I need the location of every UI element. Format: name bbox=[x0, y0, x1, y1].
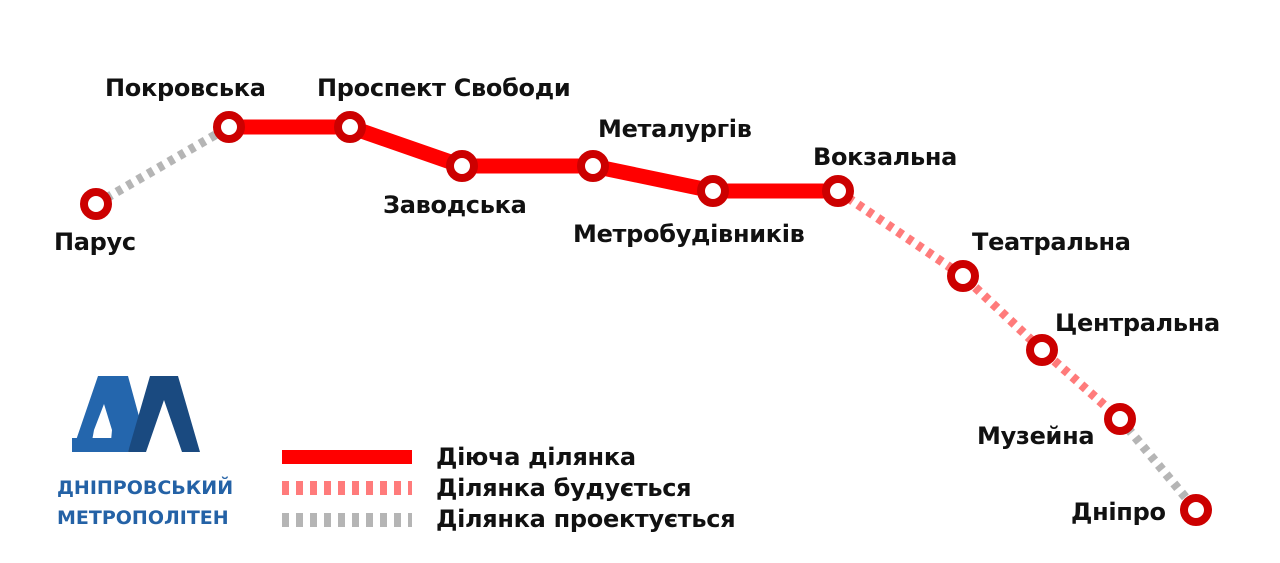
logo-text-line1: ДНІПРОВСЬКИЙ bbox=[57, 477, 234, 499]
logo-text-line2: МЕТРОПОЛІТЕН bbox=[57, 507, 229, 529]
station-markers bbox=[80, 111, 1212, 526]
station-label-zavodska[interactable]: Заводська bbox=[383, 191, 527, 219]
legend-label-operating: Діюча ділянка bbox=[436, 443, 636, 471]
station-marker-zavodska[interactable] bbox=[446, 150, 478, 182]
station-marker-metalurhiv[interactable] bbox=[577, 150, 609, 182]
station-marker-muzeina[interactable] bbox=[1104, 403, 1136, 435]
legend-label-under-construction: Ділянка будується bbox=[436, 474, 692, 502]
segment-under-construction bbox=[835, 187, 1123, 423]
dm-metro-logo-icon bbox=[72, 376, 200, 452]
station-marker-teatralna[interactable] bbox=[947, 260, 979, 292]
station-marker-tsentralna[interactable] bbox=[1026, 334, 1058, 366]
station-label-parus[interactable]: Парус bbox=[54, 228, 136, 256]
station-marker-vokzalna[interactable] bbox=[822, 175, 854, 207]
segment-operating bbox=[229, 119, 838, 199]
station-label-dnipro[interactable]: Дніпро bbox=[1071, 498, 1166, 526]
station-marker-prospekt-svobody[interactable] bbox=[334, 111, 366, 143]
station-label-vokzalna[interactable]: Вокзальна bbox=[813, 143, 958, 171]
station-marker-metrobudivnykiv[interactable] bbox=[697, 175, 729, 207]
segment-planned-muzeina-dnipro bbox=[1116, 416, 1200, 513]
station-label-teatralna[interactable]: Театральна bbox=[972, 228, 1131, 256]
station-marker-pokrovska[interactable] bbox=[213, 111, 245, 143]
station-label-prospekt-svobody[interactable]: Проспект Свободи bbox=[317, 74, 571, 102]
station-label-metrobudivnykiv[interactable]: Метробудівників bbox=[573, 220, 805, 248]
segment-planned-parus-pokrovska bbox=[93, 123, 232, 208]
station-label-tsentralna[interactable]: Центральна bbox=[1055, 309, 1220, 337]
legend-swatch-operating bbox=[282, 450, 412, 464]
station-marker-parus[interactable] bbox=[80, 188, 112, 220]
station-marker-dnipro[interactable] bbox=[1180, 494, 1212, 526]
legend-label-planned: Ділянка проектується bbox=[436, 505, 736, 533]
station-label-pokrovska[interactable]: Покровська bbox=[105, 74, 266, 102]
station-label-muzeina[interactable]: Музейна bbox=[977, 422, 1095, 450]
station-label-metalurhiv[interactable]: Металургів bbox=[598, 115, 752, 143]
